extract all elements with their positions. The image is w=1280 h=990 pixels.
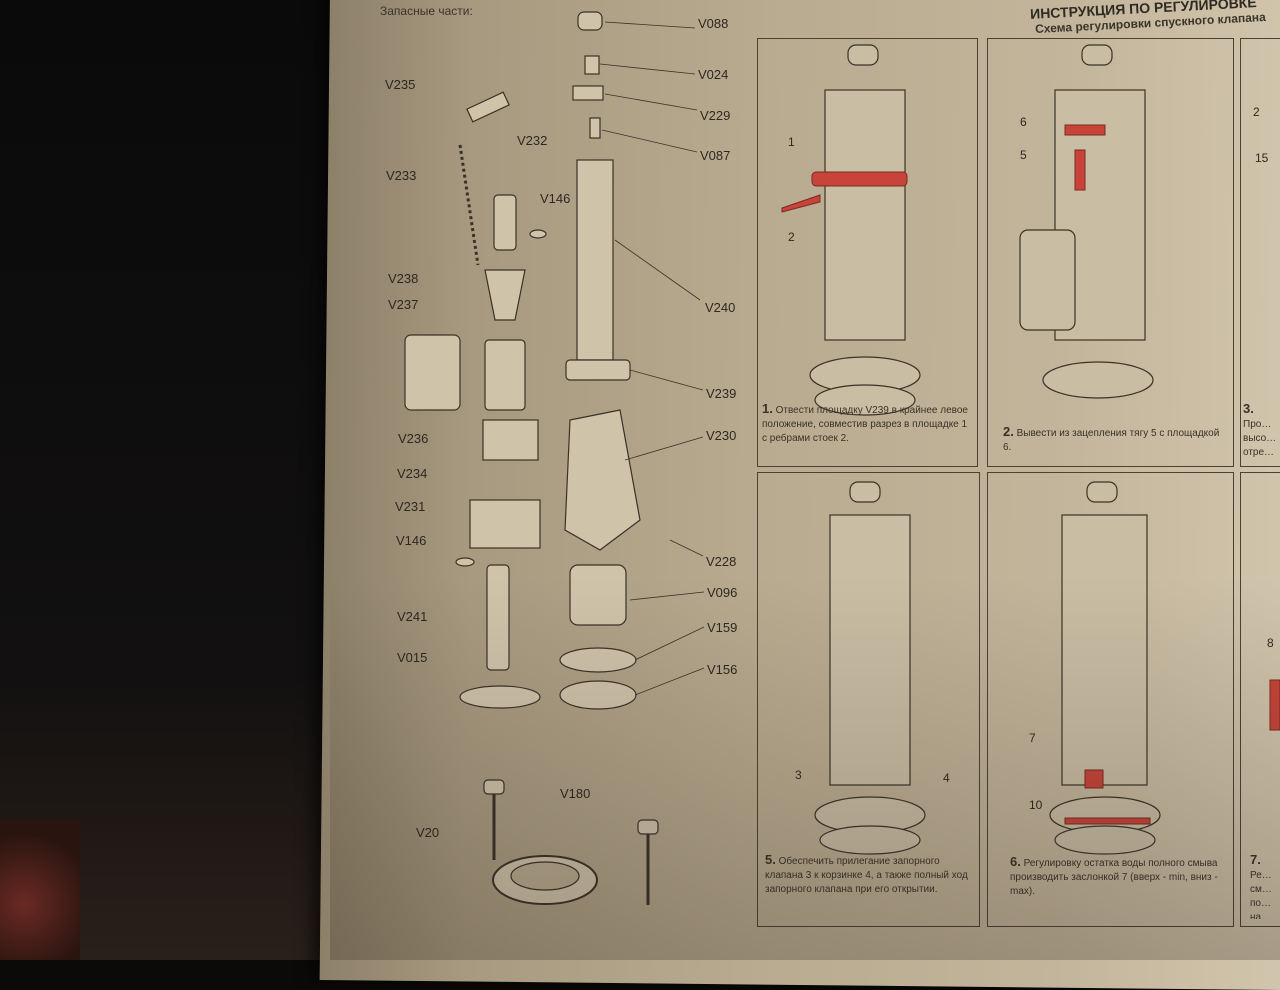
part-label: V015 xyxy=(397,650,428,665)
step-caption-3: 3. Про… высо… отре… ввер… xyxy=(1243,402,1279,458)
exploded-parts-drawing xyxy=(404,11,1280,905)
step-text: Регулировку остатка воды полного смыва п… xyxy=(1010,858,1218,897)
step-number: 6. xyxy=(1010,854,1021,869)
step-panel-2 xyxy=(987,38,1234,467)
part-label: V096 xyxy=(707,585,738,600)
step-text: Про… высо… отре… ввер… xyxy=(1243,419,1277,458)
step-panel-6 xyxy=(987,472,1234,927)
parts-title: Запасные части: xyxy=(380,4,473,18)
callout-number: 8 xyxy=(1267,636,1274,650)
part-label: V20 xyxy=(416,825,440,840)
step-panel-5 xyxy=(757,472,980,927)
part-label: V159 xyxy=(707,620,738,635)
part-label: V235 xyxy=(385,77,416,92)
step-number: 7. xyxy=(1250,853,1261,867)
part-label: V146 xyxy=(396,533,427,548)
step-caption-6: 6. Регулировку остатка воды полного смыв… xyxy=(1010,855,1225,899)
callout-number: 5 xyxy=(1020,148,1027,162)
part-label: V229 xyxy=(700,108,731,123)
part-label: V241 xyxy=(397,609,428,624)
step-number: 5. xyxy=(765,852,776,867)
part-label: V156 xyxy=(707,662,738,677)
step-text: Вывести из зацепления тягу 5 с площадкой… xyxy=(1003,428,1220,453)
dark-background xyxy=(0,0,360,960)
callout-number: 4 xyxy=(943,771,950,785)
part-label: V180 xyxy=(560,786,591,801)
part-label: V146 xyxy=(540,191,571,206)
step-caption-5: 5. Обеспечить прилегание запорного клапа… xyxy=(765,853,975,897)
part-label: V233 xyxy=(386,168,417,183)
callout-number: 2 xyxy=(1253,105,1260,119)
callout-number: 15 xyxy=(1255,151,1269,165)
part-label: V024 xyxy=(698,67,729,82)
step-caption-7: 7. Ре… см… по… на… xyxy=(1250,853,1280,919)
step-text: Отвести площадку V239 в крайнее левое по… xyxy=(762,405,968,444)
part-label: V239 xyxy=(706,386,737,401)
callout-number: 7 xyxy=(1029,731,1036,745)
part-label: V088 xyxy=(698,16,729,31)
part-label: V228 xyxy=(706,554,737,569)
rug xyxy=(0,820,80,960)
callout-number: 3 xyxy=(795,768,802,782)
part-label: V231 xyxy=(395,499,426,514)
callout-number: 1 xyxy=(788,135,795,149)
step-text: Ре… см… по… на… xyxy=(1250,870,1272,919)
part-label: V230 xyxy=(706,428,737,443)
part-label: V238 xyxy=(388,271,419,286)
part-label: V234 xyxy=(397,466,428,481)
part-label: V236 xyxy=(398,431,429,446)
step-number: 3. xyxy=(1243,402,1254,416)
part-label: V240 xyxy=(705,300,736,315)
callout-number: 2 xyxy=(788,230,795,244)
part-label: V232 xyxy=(517,133,548,148)
step-panel-1 xyxy=(757,38,978,467)
step-panel-7 xyxy=(1240,472,1280,927)
part-label: V087 xyxy=(700,148,731,163)
callout-number: 6 xyxy=(1020,115,1027,129)
step-number: 2. xyxy=(1003,424,1014,439)
callout-number: 10 xyxy=(1029,798,1043,812)
step-number: 1. xyxy=(762,401,773,416)
step-caption-2: 2. Вывести из зацепления тягу 5 с площад… xyxy=(1003,425,1223,455)
part-label: V237 xyxy=(388,297,419,312)
step-caption-1: 1. Отвести площадку V239 в крайнее левое… xyxy=(762,402,974,446)
step-text: Обеспечить прилегание запорного клапана … xyxy=(765,856,968,895)
step-panel-3 xyxy=(1240,38,1280,467)
